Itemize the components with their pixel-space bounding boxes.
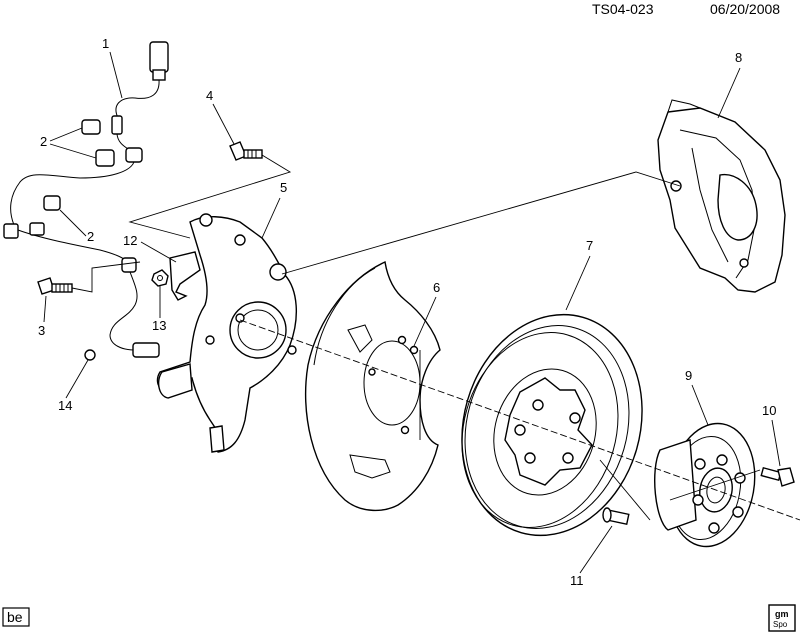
callout-11: 11 bbox=[570, 525, 613, 588]
bracket-nut bbox=[151, 269, 169, 287]
caliper-alignment-line bbox=[281, 171, 681, 275]
svg-text:7: 7 bbox=[586, 238, 593, 253]
steering-knuckle bbox=[156, 213, 298, 453]
svg-text:2: 2 bbox=[40, 134, 47, 149]
brake-splash-shield bbox=[304, 260, 441, 512]
wheel-stud bbox=[602, 507, 630, 526]
callout-2-lower: 2 bbox=[59, 209, 94, 244]
hub-bolt bbox=[760, 466, 795, 487]
svg-text:5: 5 bbox=[280, 180, 287, 195]
svg-text:9: 9 bbox=[685, 368, 692, 383]
knuckle-bolt-lower bbox=[37, 277, 73, 295]
callout-9: 9 bbox=[685, 368, 709, 426]
svg-text:6: 6 bbox=[433, 280, 440, 295]
hub-bolt-line bbox=[669, 469, 761, 501]
callout-3: 3 bbox=[38, 295, 47, 338]
svg-text:1: 1 bbox=[102, 36, 109, 51]
callout-7: 7 bbox=[565, 238, 593, 311]
gm-spo-logo: gm Spo bbox=[768, 604, 796, 632]
svg-text:14: 14 bbox=[58, 398, 72, 413]
drawing-code: TS04-023 bbox=[592, 1, 654, 17]
callout-13: 13 bbox=[152, 286, 166, 333]
svg-text:13: 13 bbox=[152, 318, 166, 333]
svg-text:8: 8 bbox=[735, 50, 742, 65]
region-tag: be bbox=[2, 607, 30, 627]
svg-text:2: 2 bbox=[87, 229, 94, 244]
callout-8: 8 bbox=[717, 50, 742, 119]
svg-text:11: 11 bbox=[570, 573, 584, 588]
brake-caliper bbox=[657, 99, 786, 293]
callout-5: 5 bbox=[261, 180, 287, 239]
knuckle-bolt-upper bbox=[229, 141, 263, 161]
svg-text:10: 10 bbox=[762, 403, 776, 418]
stud-line bbox=[599, 459, 651, 521]
callout-2-upper: 2 bbox=[40, 127, 97, 159]
brake-rotor bbox=[461, 313, 643, 537]
harness-clip-middle bbox=[95, 149, 115, 167]
svg-text:4: 4 bbox=[206, 88, 213, 103]
svg-text:be: be bbox=[7, 609, 23, 625]
callout-10: 10 bbox=[762, 403, 781, 467]
wheel-hub-bearing bbox=[654, 422, 756, 548]
svg-text:Spo: Spo bbox=[773, 620, 788, 629]
wheel-speed-sensor-harness bbox=[3, 41, 169, 361]
svg-text:gm: gm bbox=[775, 609, 789, 619]
callout-14: 14 bbox=[58, 359, 89, 413]
harness-clip-lower bbox=[43, 195, 61, 211]
svg-text:12: 12 bbox=[123, 233, 137, 248]
sensor-bracket bbox=[169, 251, 201, 301]
harness-clip-upper bbox=[81, 119, 101, 135]
axle-centerline bbox=[239, 319, 800, 521]
callout-12: 12 bbox=[123, 233, 177, 263]
callout-6: 6 bbox=[413, 280, 440, 347]
svg-text:3: 3 bbox=[38, 323, 45, 338]
callout-4: 4 bbox=[206, 88, 235, 145]
callout-1: 1 bbox=[102, 36, 123, 99]
drawing-date: 06/20/2008 bbox=[710, 1, 780, 17]
sensor-bolt bbox=[84, 349, 96, 361]
